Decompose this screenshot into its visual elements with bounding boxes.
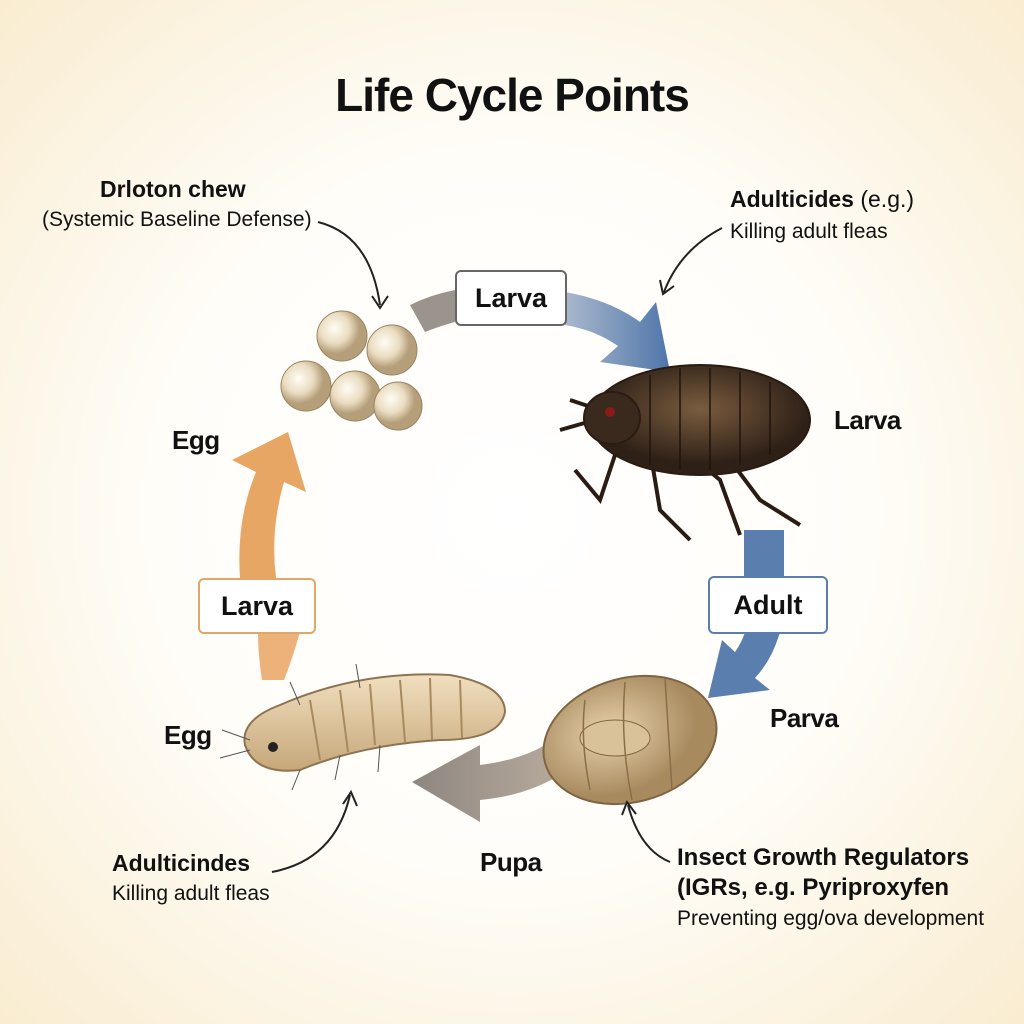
box-adult-right: Adult xyxy=(708,576,828,634)
blue-arrow-top-right xyxy=(565,292,670,372)
box-larva-top: Larva xyxy=(455,270,567,326)
igr-subtitle: Preventing egg/ova development xyxy=(677,907,985,930)
orange-arrow-left-upper xyxy=(232,432,306,578)
blue-arrow-right-lower xyxy=(708,632,780,698)
larva-illustration xyxy=(219,663,507,791)
igr-title-line2: (IGRs, e.g. Pyriproxyfen xyxy=(677,874,950,901)
adult-flea-illustration xyxy=(559,364,811,542)
stage-label-larva-right: Larva xyxy=(834,405,901,435)
stage-label-parva: Parva xyxy=(770,703,839,733)
drloton-chew-title: Drloton chew xyxy=(100,176,246,202)
gray-arrow-top xyxy=(410,290,455,332)
pointer-arrows xyxy=(271,221,723,873)
stage-label-pupa: Pupa xyxy=(480,847,542,877)
adulticides-subtitle: Killing adult fleas xyxy=(730,220,888,243)
stage-label-egg-upper: Egg xyxy=(172,425,220,455)
blue-arrow-right-upper xyxy=(744,530,784,576)
adulticides-title: Adulticides xyxy=(730,186,854,212)
adulticides-suffix: (e.g.) xyxy=(860,186,915,212)
adulticindes-title: Adulticindes xyxy=(112,850,251,876)
page-title: Life Cycle Points xyxy=(335,69,690,121)
pupa-illustration xyxy=(542,674,718,806)
stage-label-egg-lower: Egg xyxy=(164,720,212,750)
orange-arrow-left-lower xyxy=(258,632,300,680)
box-larva-left: Larva xyxy=(198,578,316,634)
drloton-chew-subtitle: (Systemic Baseline Defense) xyxy=(42,208,312,231)
gray-arrow-bottom xyxy=(412,745,560,822)
igr-title-line1: Insect Growth Regulators xyxy=(677,844,970,871)
eggs-illustration xyxy=(280,310,423,431)
adulticindes-subtitle: Killing adult fleas xyxy=(112,882,270,905)
